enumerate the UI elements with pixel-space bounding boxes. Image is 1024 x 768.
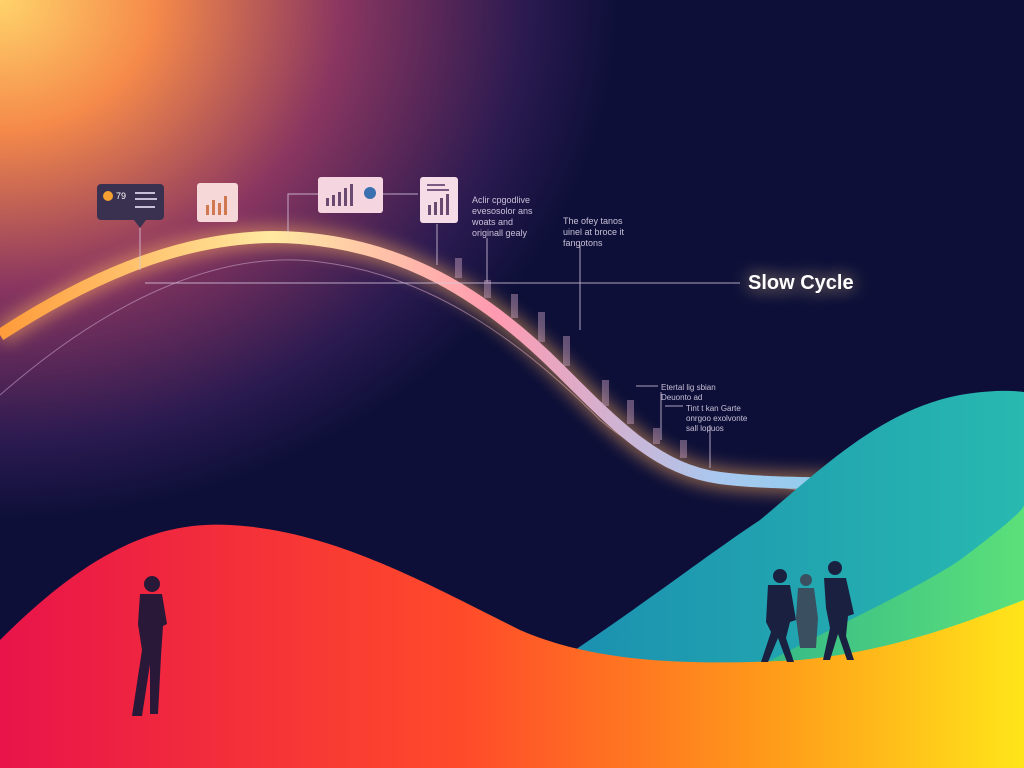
annotation-1: Aclir cpgodlive evesosolor ans woats and… (472, 195, 533, 238)
annotation-2: The ofey tanos uinel at broce it fangoto… (563, 216, 625, 248)
annotation-4: Tint t kan Garte onrgoo exolvonte sall l… (686, 404, 748, 433)
person-silhouette-left (132, 576, 167, 716)
bar-chart-pie-icon (318, 177, 383, 213)
annotation-3: Etertal lig sbian Deuonto ad (661, 383, 716, 402)
report-icon (420, 177, 458, 223)
dashboard-card-icon (97, 184, 164, 228)
group-silhouettes-right (761, 561, 854, 662)
slow-cycle-title: Slow Cycle (748, 272, 854, 294)
card-value: 79 (116, 191, 127, 201)
bar-chart-icon (197, 183, 238, 222)
